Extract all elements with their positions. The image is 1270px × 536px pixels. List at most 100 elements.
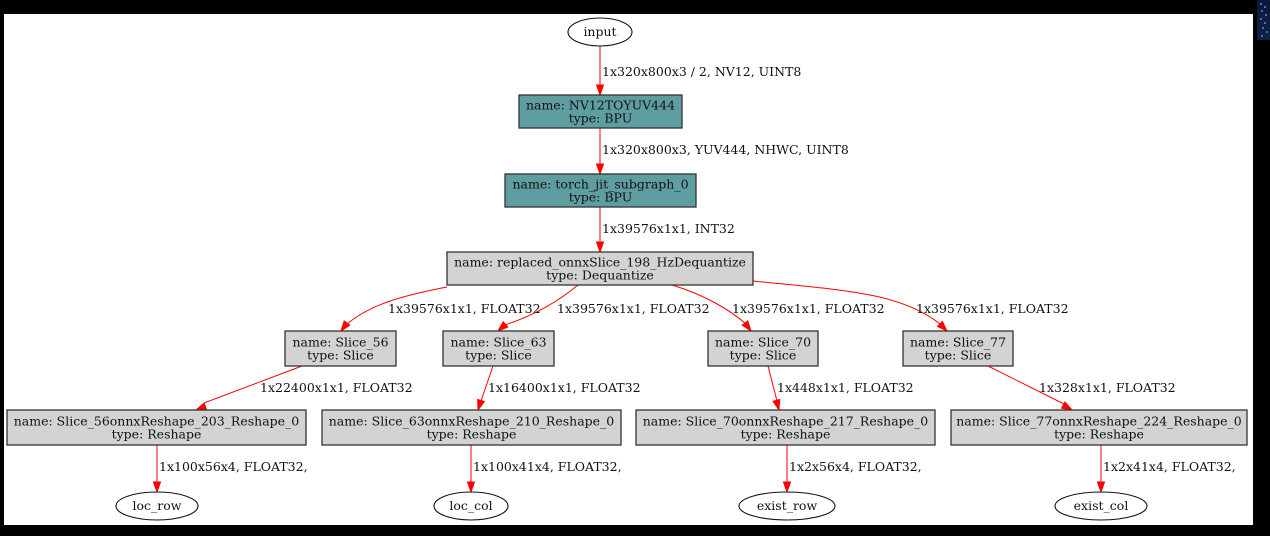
edge-label: 1x39576x1x1, FLOAT32 — [388, 301, 541, 316]
edge-label: 1x39576x1x1, FLOAT32 — [732, 301, 885, 316]
edge-torch-to-deq: 1x39576x1x1, INT32 — [595, 207, 735, 254]
arrowhead-icon — [477, 398, 486, 412]
node-type: type: Reshape — [427, 427, 517, 442]
node-name: name: Slice_56 — [292, 335, 388, 350]
arrowhead-icon — [194, 402, 208, 411]
node-type: type: BPU — [569, 111, 633, 126]
node-name: name: torch_jit_subgraph_0 — [512, 177, 688, 192]
io-ellipse — [115, 491, 199, 521]
node-name: name: replaced_onnxSlice_198_HzDequantiz… — [454, 255, 746, 270]
edge-line — [752, 280, 941, 325]
arrowhead-icon — [466, 481, 476, 494]
model-graph: 1x320x800x3 / 2, NV12, UINT8 1x320x800x3,… — [6, 17, 1248, 521]
output-node-loc-col[interactable]: loc_col — [433, 491, 509, 521]
output-node-loc-row[interactable]: loc_row — [115, 491, 199, 521]
arrowhead-icon — [496, 320, 509, 332]
node-rect — [446, 251, 754, 286]
strip-dot — [1265, 14, 1267, 16]
edge-label: 1x2x41x4, FLOAT32, — [1103, 459, 1236, 474]
node-rect — [284, 330, 397, 367]
edge-label: 1x448x1x1, FLOAT32 — [777, 380, 914, 395]
node-name: name: Slice_70 — [715, 335, 811, 350]
node-name: name: Slice_56onnxReshape_203_Reshape_0 — [14, 414, 300, 429]
node-deq[interactable]: name: replaced_onnxSlice_198_HzDequantiz… — [446, 251, 754, 286]
arrowhead-icon — [936, 320, 949, 333]
node-rect — [635, 409, 936, 446]
edge-s63-to-r63: 1x16400x1x1, FLOAT32 — [477, 365, 641, 412]
arrowhead-icon — [340, 320, 351, 333]
edge-label: 1x328x1x1, FLOAT32 — [1039, 380, 1176, 395]
edge-label: 1x2x56x4, FLOAT32, — [789, 459, 922, 474]
strip-dot — [1264, 22, 1266, 24]
arrowhead-icon — [1060, 401, 1074, 411]
edge-s77-to-r77: 1x328x1x1, FLOAT32 — [987, 365, 1176, 411]
edge-label: 1x16400x1x1, FLOAT32 — [488, 380, 641, 395]
node-rect — [518, 94, 683, 129]
output-node-exist-row[interactable]: exist_row — [738, 491, 836, 521]
node-name: name: Slice_70onnxReshape_217_Reshape_0 — [643, 414, 929, 429]
edge-nv12-to-torch: 1x320x800x3, YUV444, NHWC, UINT8 — [595, 128, 849, 176]
io-label: loc_col — [449, 498, 492, 513]
edge-label: 1x39576x1x1, INT32 — [602, 221, 735, 236]
edge-label: 1x39576x1x1, FLOAT32 — [557, 301, 710, 316]
node-name: name: NV12TOYUV444 — [526, 98, 675, 113]
node-rect — [902, 330, 1014, 367]
io-label: loc_row — [133, 498, 182, 513]
node-rect — [6, 409, 307, 446]
strip-dot — [1266, 31, 1268, 33]
node-type: type: Reshape — [1054, 427, 1144, 442]
node-type: type: Dequantize — [546, 268, 654, 283]
strip-dot — [1262, 27, 1264, 29]
node-name: name: Slice_77 — [910, 335, 1006, 350]
edge-line — [203, 365, 303, 404]
edge-deq-to-s70: 1x39576x1x1, FLOAT32 — [671, 284, 885, 333]
edge-line — [346, 286, 448, 325]
edge-s56-to-r56: 1x22400x1x1, FLOAT32 — [194, 365, 413, 411]
strip-dot — [1260, 18, 1262, 20]
input-node-input[interactable]: input — [567, 17, 633, 47]
node-rect — [504, 173, 697, 208]
arrowhead-icon — [782, 481, 792, 494]
edge-label: 1x39576x1x1, FLOAT32 — [916, 301, 1069, 316]
edge-r70-to-exist_row: 1x2x56x4, FLOAT32, — [782, 445, 922, 494]
io-ellipse — [1054, 491, 1148, 521]
io-ellipse — [567, 17, 633, 47]
edge-r77-to-exist_col: 1x2x41x4, FLOAT32, — [1096, 445, 1236, 494]
output-node-exist-col[interactable]: exist_col — [1054, 491, 1148, 521]
node-type: type: Slice — [925, 348, 992, 363]
strip-dot — [1260, 3, 1262, 5]
node-type: type: Slice — [307, 348, 374, 363]
node-type: type: Slice — [465, 348, 532, 363]
arrowhead-icon — [1096, 481, 1106, 494]
node-r63[interactable]: name: Slice_63onnxReshape_210_Reshape_0t… — [321, 409, 622, 446]
arrowhead-icon — [152, 481, 162, 494]
node-type: type: Reshape — [741, 427, 831, 442]
edge-line — [480, 365, 494, 402]
arrowhead-icon — [595, 241, 605, 254]
edge-deq-to-s56: 1x39576x1x1, FLOAT32 — [340, 286, 541, 333]
node-r56[interactable]: name: Slice_56onnxReshape_203_Reshape_0t… — [6, 409, 307, 446]
arrowhead-icon — [595, 84, 605, 97]
node-type: type: Reshape — [112, 427, 202, 442]
io-label: exist_row — [757, 498, 818, 513]
edge-deq-to-s63: 1x39576x1x1, FLOAT32 — [496, 284, 710, 332]
node-r70[interactable]: name: Slice_70onnxReshape_217_Reshape_0t… — [635, 409, 936, 446]
arrowhead-icon — [741, 320, 752, 333]
edge-label: 1x320x800x3, YUV444, NHWC, UINT8 — [602, 142, 849, 157]
edge-line — [504, 284, 579, 326]
node-rect — [707, 330, 819, 367]
edge-line — [671, 284, 747, 325]
edge-s70-to-r70: 1x448x1x1, FLOAT32 — [767, 365, 914, 412]
node-rect — [321, 409, 622, 446]
edge-r56-to-loc_row: 1x100x56x4, FLOAT32, — [152, 445, 308, 494]
node-r77[interactable]: name: Slice_77onnxReshape_224_Reshape_0t… — [950, 409, 1248, 446]
edge-input-to-nv12: 1x320x800x3 / 2, NV12, UINT8 — [595, 46, 801, 97]
node-rect — [442, 330, 555, 367]
arrowhead-icon — [772, 398, 781, 412]
